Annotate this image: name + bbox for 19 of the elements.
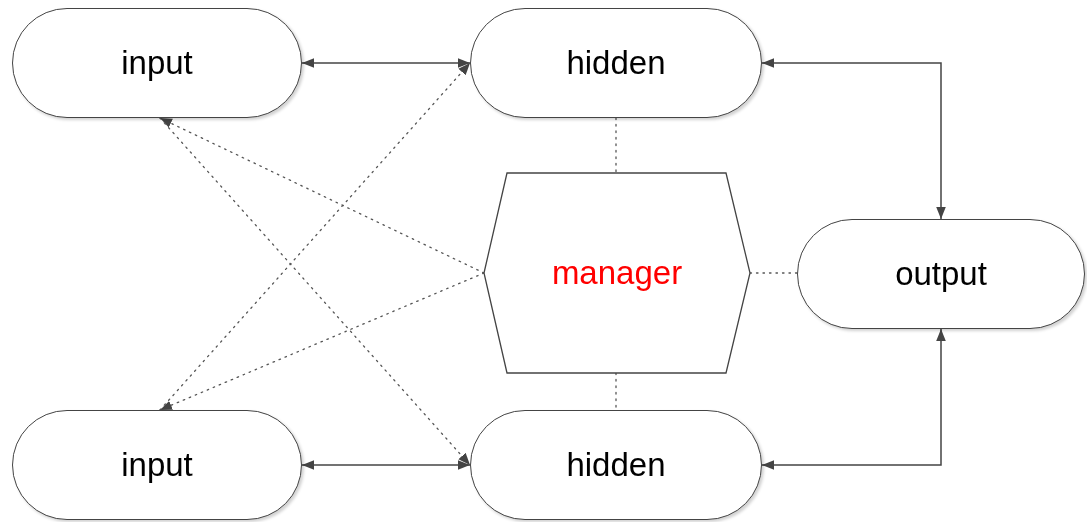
- node-label: manager: [551, 254, 683, 292]
- dotted-connector: [749, 272, 798, 274]
- terminator-shape: [12, 8, 302, 118]
- node-label: output: [895, 255, 987, 293]
- terminator-shape: [470, 410, 762, 520]
- dotted-connector: [159, 117, 471, 466]
- terminator-shape: [797, 219, 1085, 329]
- arrow: [761, 328, 946, 470]
- dotted-connector: [159, 62, 471, 411]
- dotted-connector: [615, 117, 617, 174]
- node-label: hidden: [566, 44, 666, 82]
- terminator-shape: [12, 410, 302, 520]
- arrow: [301, 58, 471, 68]
- node-label: input: [121, 446, 193, 484]
- node-label: hidden: [566, 446, 666, 484]
- arrow: [761, 58, 946, 220]
- arrow: [301, 460, 471, 470]
- node-label: input: [121, 44, 193, 82]
- terminator-shape: [470, 8, 762, 118]
